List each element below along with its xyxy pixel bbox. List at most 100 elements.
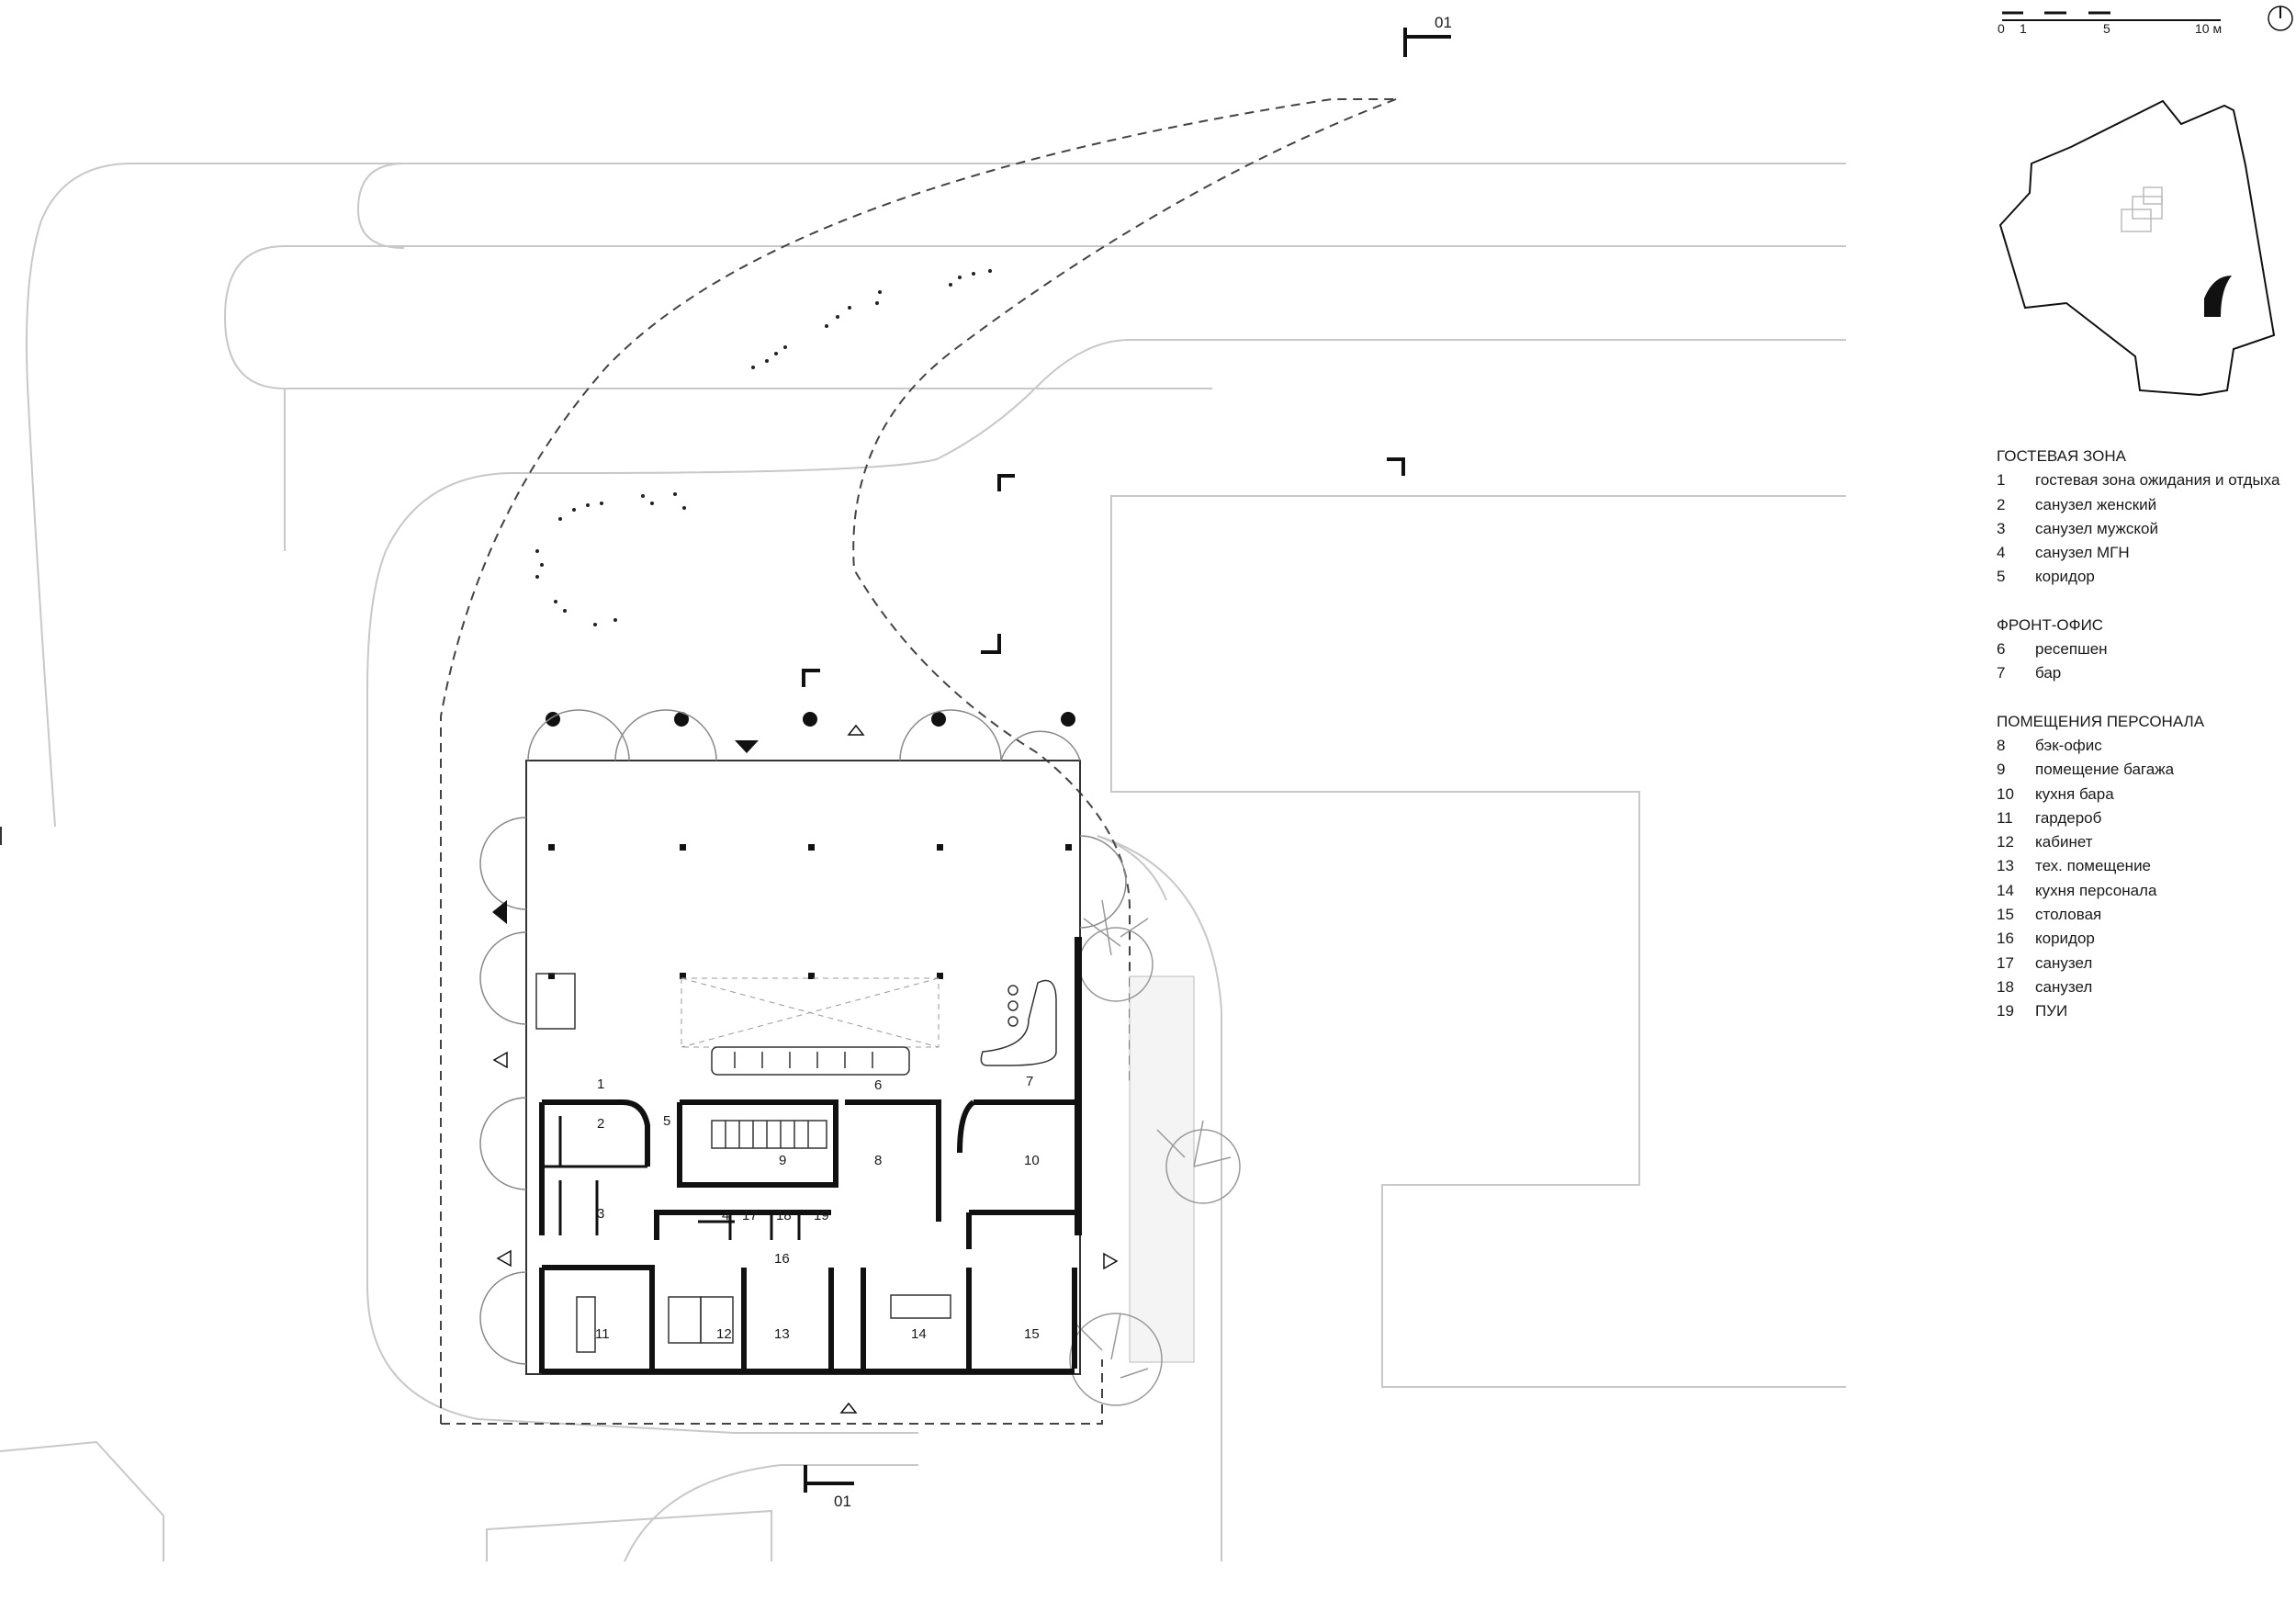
legend-item-text: бар — [2035, 664, 2062, 682]
scale-bar: 0 1 5 10 м — [1998, 11, 2222, 36]
view-corners — [802, 457, 1405, 687]
luggage-racks — [711, 1120, 827, 1149]
grass-area — [1129, 975, 1195, 1363]
legend-item: 19 ПУИ — [1997, 999, 2296, 1023]
legend-item-text: ПУИ — [2035, 1002, 2068, 1020]
legend-item-number: 15 — [1997, 906, 2014, 924]
room-number: 11 — [595, 1326, 610, 1342]
room-number: 4 — [722, 1208, 729, 1223]
svg-text:0: 0 — [1998, 21, 2005, 36]
room-number: 7 — [1026, 1074, 1033, 1089]
svg-text:1: 1 — [2020, 21, 2027, 36]
room-number: 16 — [774, 1251, 790, 1267]
room-number: 14 — [911, 1326, 927, 1342]
legend-group-guest: ГОСТЕВАЯ ЗОНА 1 гостевая зона ожидания и … — [1997, 445, 2296, 590]
svg-text:10 м: 10 м — [2195, 21, 2222, 36]
room-number: 15 — [1024, 1326, 1040, 1342]
legend-item-number: 16 — [1997, 930, 2014, 948]
legend-item-number: 12 — [1997, 833, 2014, 851]
room-number: 1 — [597, 1077, 604, 1092]
room-number: 3 — [597, 1206, 604, 1222]
legend-item-text: санузел — [2035, 977, 2093, 996]
plaza-dots — [535, 269, 992, 626]
key-plan — [1998, 99, 2276, 397]
room-number: 17 — [742, 1208, 758, 1223]
legend-item: 1 гостевая зона ожидания и отдыха — [1997, 468, 2296, 492]
legend-item-number: 5 — [1997, 568, 2006, 586]
legend-item-text: санузел — [2035, 953, 2093, 972]
legend-item: 5 коридор — [1997, 565, 2296, 589]
legend-item-number: 1 — [1997, 471, 2006, 490]
legend-item-text: гостевая зона ожидания и отдыха — [2035, 471, 2280, 490]
legend-item-text: кабинет — [2035, 833, 2093, 851]
legend-group-title: ФРОНТ-ОФИС — [1997, 615, 2104, 634]
legend-item-text: столовая — [2035, 906, 2102, 924]
dashed-boundary — [440, 98, 1397, 1425]
legend-item: 16 коридор — [1997, 927, 2296, 951]
legend-item: 3 санузел мужской — [1997, 517, 2296, 541]
room-number: 12 — [716, 1326, 732, 1342]
legend-item-number: 6 — [1997, 640, 2006, 659]
legend-item-text: кухня персонала — [2035, 881, 2157, 899]
legend-item: 9 помещение багажа — [1997, 758, 2296, 782]
legend-group-title: ГОСТЕВАЯ ЗОНА — [1997, 447, 2126, 465]
columns — [546, 712, 1075, 979]
north-arrow-icon — [2268, 6, 2293, 31]
room-number: 8 — [874, 1153, 882, 1168]
legend: ГОСТЕВАЯ ЗОНА 1 гостевая зона ожидания и … — [1997, 445, 2296, 1048]
reception-desk — [711, 1046, 910, 1076]
room-number: 2 — [597, 1116, 604, 1132]
legend-item: 14 кухня персонала — [1997, 879, 2296, 903]
legend-item-number: 2 — [1997, 495, 2006, 513]
legend-item: 17 санузел — [1997, 952, 2296, 975]
legend-item-text: гардероб — [2035, 808, 2102, 827]
entry-arrows — [492, 740, 759, 924]
legend-item-number: 9 — [1997, 761, 2006, 779]
legend-item-number: 14 — [1997, 881, 2014, 899]
legend-item-number: 17 — [1997, 953, 2014, 972]
legend-item: 12 кабинет — [1997, 830, 2296, 854]
legend-item: 13 тех. помещение — [1997, 854, 2296, 878]
legend-item-text: санузел мужской — [2035, 519, 2158, 537]
legend-item-text: тех. помещение — [2035, 857, 2152, 875]
room-number: 13 — [774, 1326, 790, 1342]
legend-item: 15 столовая — [1997, 903, 2296, 927]
room-number: 19 — [814, 1208, 829, 1223]
room-number: 18 — [776, 1208, 792, 1223]
room-number: 10 — [1024, 1153, 1040, 1168]
service-walls — [539, 1099, 1077, 1374]
site-lines — [0, 163, 1846, 1562]
building — [479, 709, 1127, 1414]
legend-item: 2 санузел женский — [1997, 493, 2296, 517]
exit-arrows — [492, 724, 1119, 1414]
legend-item-text: помещение багажа — [2035, 761, 2175, 779]
svg-text:01: 01 — [834, 1493, 851, 1510]
section-marker-top: 01 — [1403, 14, 1452, 57]
facade-door-swings — [479, 709, 1127, 1365]
room-number: 5 — [663, 1113, 670, 1129]
svg-text:5: 5 — [2103, 21, 2110, 36]
legend-item-text: кухня бара — [2035, 784, 2114, 803]
legend-item-number: 3 — [1997, 519, 2006, 537]
legend-item-text: коридор — [2035, 930, 2095, 948]
legend-item-text: санузел женский — [2035, 495, 2157, 513]
room-numbers: 1 2 3 4 5 6 7 8 9 10 11 12 13 14 15 16 1… — [595, 1074, 1040, 1342]
legend-item-number: 8 — [1997, 736, 2006, 754]
svg-text:01: 01 — [1435, 14, 1452, 31]
legend-item-text: коридор — [2035, 568, 2095, 586]
room-number: 6 — [874, 1077, 882, 1093]
legend-item: 10 кухня бара — [1997, 783, 2296, 806]
legend-item-number: 19 — [1997, 1002, 2014, 1020]
room-number: 9 — [779, 1153, 786, 1168]
legend-item-number: 13 — [1997, 857, 2014, 875]
legend-item: 7 бар — [1997, 661, 2296, 685]
legend-item-number: 7 — [1997, 664, 2006, 682]
legend-item-number: 10 — [1997, 784, 2014, 803]
section-marker-bottom: 01 — [804, 1465, 854, 1510]
